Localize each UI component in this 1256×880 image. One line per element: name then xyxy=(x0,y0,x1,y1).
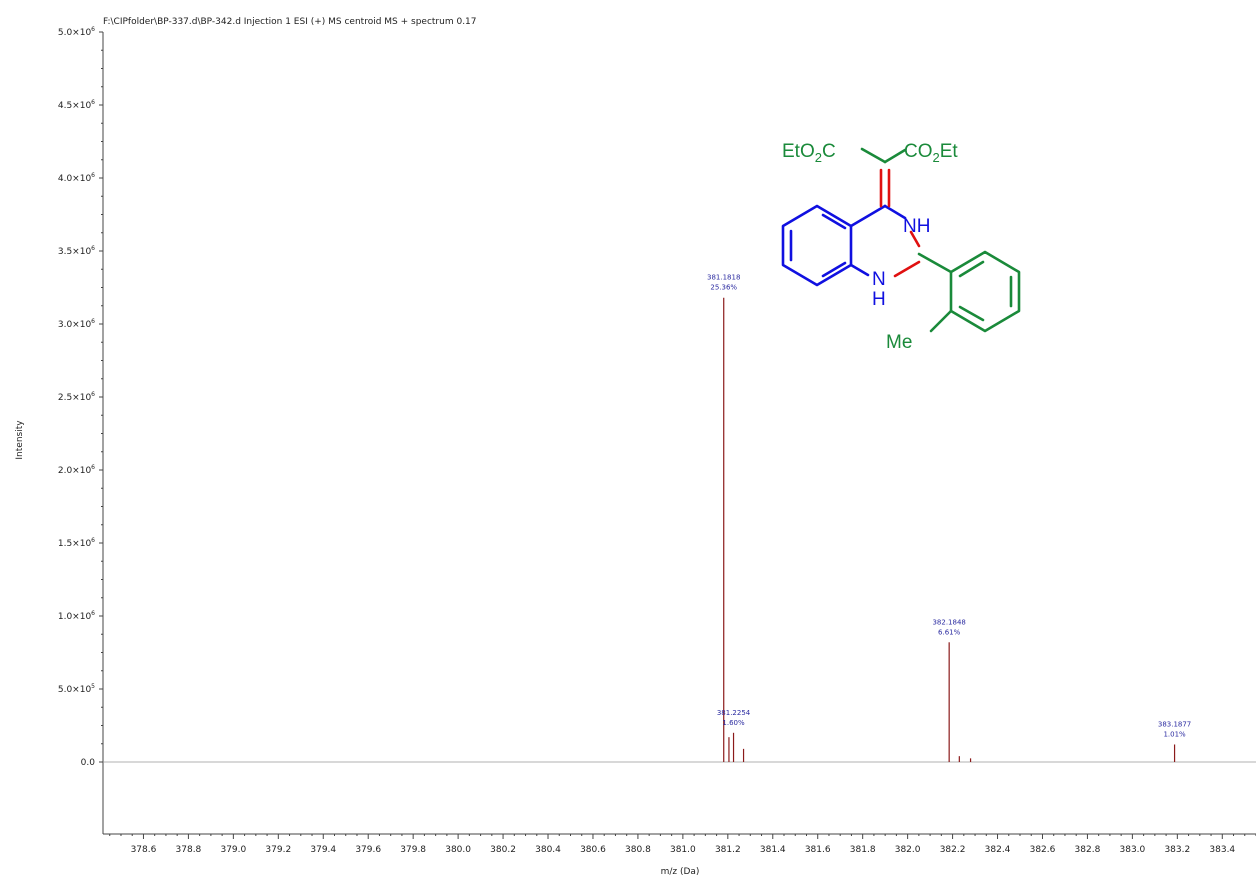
y-tick-label: 2.5×106 xyxy=(58,391,95,403)
bond-n3-c2 xyxy=(909,230,921,248)
x-tick-label: 382.4 xyxy=(985,845,1011,855)
x-tick-label: 380.0 xyxy=(445,845,471,855)
bond-c2-aryl xyxy=(917,252,953,274)
x-tick-label: 382.8 xyxy=(1075,845,1101,855)
x-tick-label: 381.6 xyxy=(805,845,831,855)
y-tick-label: 3.0×106 xyxy=(58,318,95,330)
x-tick-label: 379.2 xyxy=(265,845,291,855)
y-tick-label: 2.0×106 xyxy=(58,464,95,476)
x-tick-label: 380.8 xyxy=(625,845,651,855)
h-label: H xyxy=(872,289,886,310)
x-tick-label: 381.2 xyxy=(715,845,741,855)
bond-ester-right xyxy=(883,148,907,164)
benzo-inner-bond-3 xyxy=(821,261,847,278)
chemical-structure: EtO2C CO2Et NH N H Me xyxy=(781,141,1021,353)
x-tick-label: 379.0 xyxy=(220,845,246,855)
chart-title: F:\CIPfolder\BP-337.d\BP-342.d Injection… xyxy=(103,17,477,27)
n-label: N xyxy=(872,269,886,290)
axes xyxy=(102,32,1256,835)
eto2c-label: EtO2C xyxy=(782,141,836,165)
x-tick-label: 382.6 xyxy=(1030,845,1056,855)
x-tick-label: 379.6 xyxy=(355,845,381,855)
co2et-label: CO2Et xyxy=(904,141,958,165)
peak-mz-label: 381.2254 xyxy=(717,709,751,717)
y-tick-label: 5.0×105 xyxy=(58,683,95,695)
tolyl-inner-bond-1 xyxy=(958,260,985,278)
x-tick-label: 383.2 xyxy=(1164,845,1190,855)
y-tick-label: 4.0×106 xyxy=(58,172,95,184)
y-ticks: 5.0×106 4.5×106 4.0×106 3.5×106 3.0×106 2.5×1… xyxy=(58,26,103,768)
tolyl-ring xyxy=(949,250,1021,333)
y-tick-label: 0.0 xyxy=(81,758,96,768)
bond-ester-left xyxy=(860,147,887,164)
y-tick-label: 1.5×106 xyxy=(58,537,95,549)
peak-percent-label: 25.36% xyxy=(710,284,737,292)
y-axis-label: Intensity xyxy=(15,420,25,460)
x-tick-label: 381.0 xyxy=(670,845,696,855)
me-label: Me xyxy=(886,332,912,353)
x-tick-label: 378.8 xyxy=(176,845,202,855)
y-tick-label: 1.0×106 xyxy=(58,610,95,622)
nh-label: NH xyxy=(903,216,930,237)
x-tick-label: 380.2 xyxy=(490,845,516,855)
x-tick-label: 383.4 xyxy=(1209,845,1235,855)
x-ticks: 378.6 378.8 379.0 379.2 379.4 379.6 379.8 380.0… xyxy=(109,834,1256,855)
x-tick-label: 383.0 xyxy=(1120,845,1146,855)
x-tick-label: 382.2 xyxy=(940,845,966,855)
bond-n1-c2 xyxy=(893,260,921,278)
peak-mz-label: 382.1848 xyxy=(932,618,965,626)
y-tick-label: 3.5×106 xyxy=(58,245,95,257)
peak-mz-label: 383.1877 xyxy=(1158,720,1191,728)
x-tick-label: 382.0 xyxy=(895,845,921,855)
x-tick-label: 381.4 xyxy=(760,845,786,855)
peak-labels: 381.1818 25.36% 381.2254 1.60% 382.1848 6.61%… xyxy=(707,274,1191,739)
x-tick-label: 379.8 xyxy=(400,845,426,855)
x-axis-label: m/z (Da) xyxy=(661,867,700,877)
tolyl-inner-bond-3 xyxy=(958,305,985,322)
y-tick-label: 4.5×106 xyxy=(58,99,95,111)
x-tick-label: 379.4 xyxy=(310,845,336,855)
peak-percent-label: 6.61% xyxy=(938,628,961,636)
x-tick-label: 378.6 xyxy=(131,845,157,855)
peak-percent-label: 1.60% xyxy=(722,719,745,727)
x-tick-label: 381.8 xyxy=(850,845,876,855)
bond-c4-c4a xyxy=(849,204,887,228)
bond-c8a-n1 xyxy=(849,263,870,277)
x-tick-label: 380.4 xyxy=(535,845,561,855)
peak-mz-label: 381.1818 xyxy=(707,274,740,282)
bond-methyl xyxy=(929,309,953,333)
x-tick-label: 380.6 xyxy=(580,845,606,855)
peaks xyxy=(723,297,1176,762)
peak-percent-label: 1.01% xyxy=(1163,730,1186,738)
y-tick-label: 5.0×106 xyxy=(58,26,95,38)
benzo-inner-bond-1 xyxy=(821,213,847,230)
bond-c4-n3 xyxy=(883,204,907,220)
benzo-ring xyxy=(781,204,853,287)
